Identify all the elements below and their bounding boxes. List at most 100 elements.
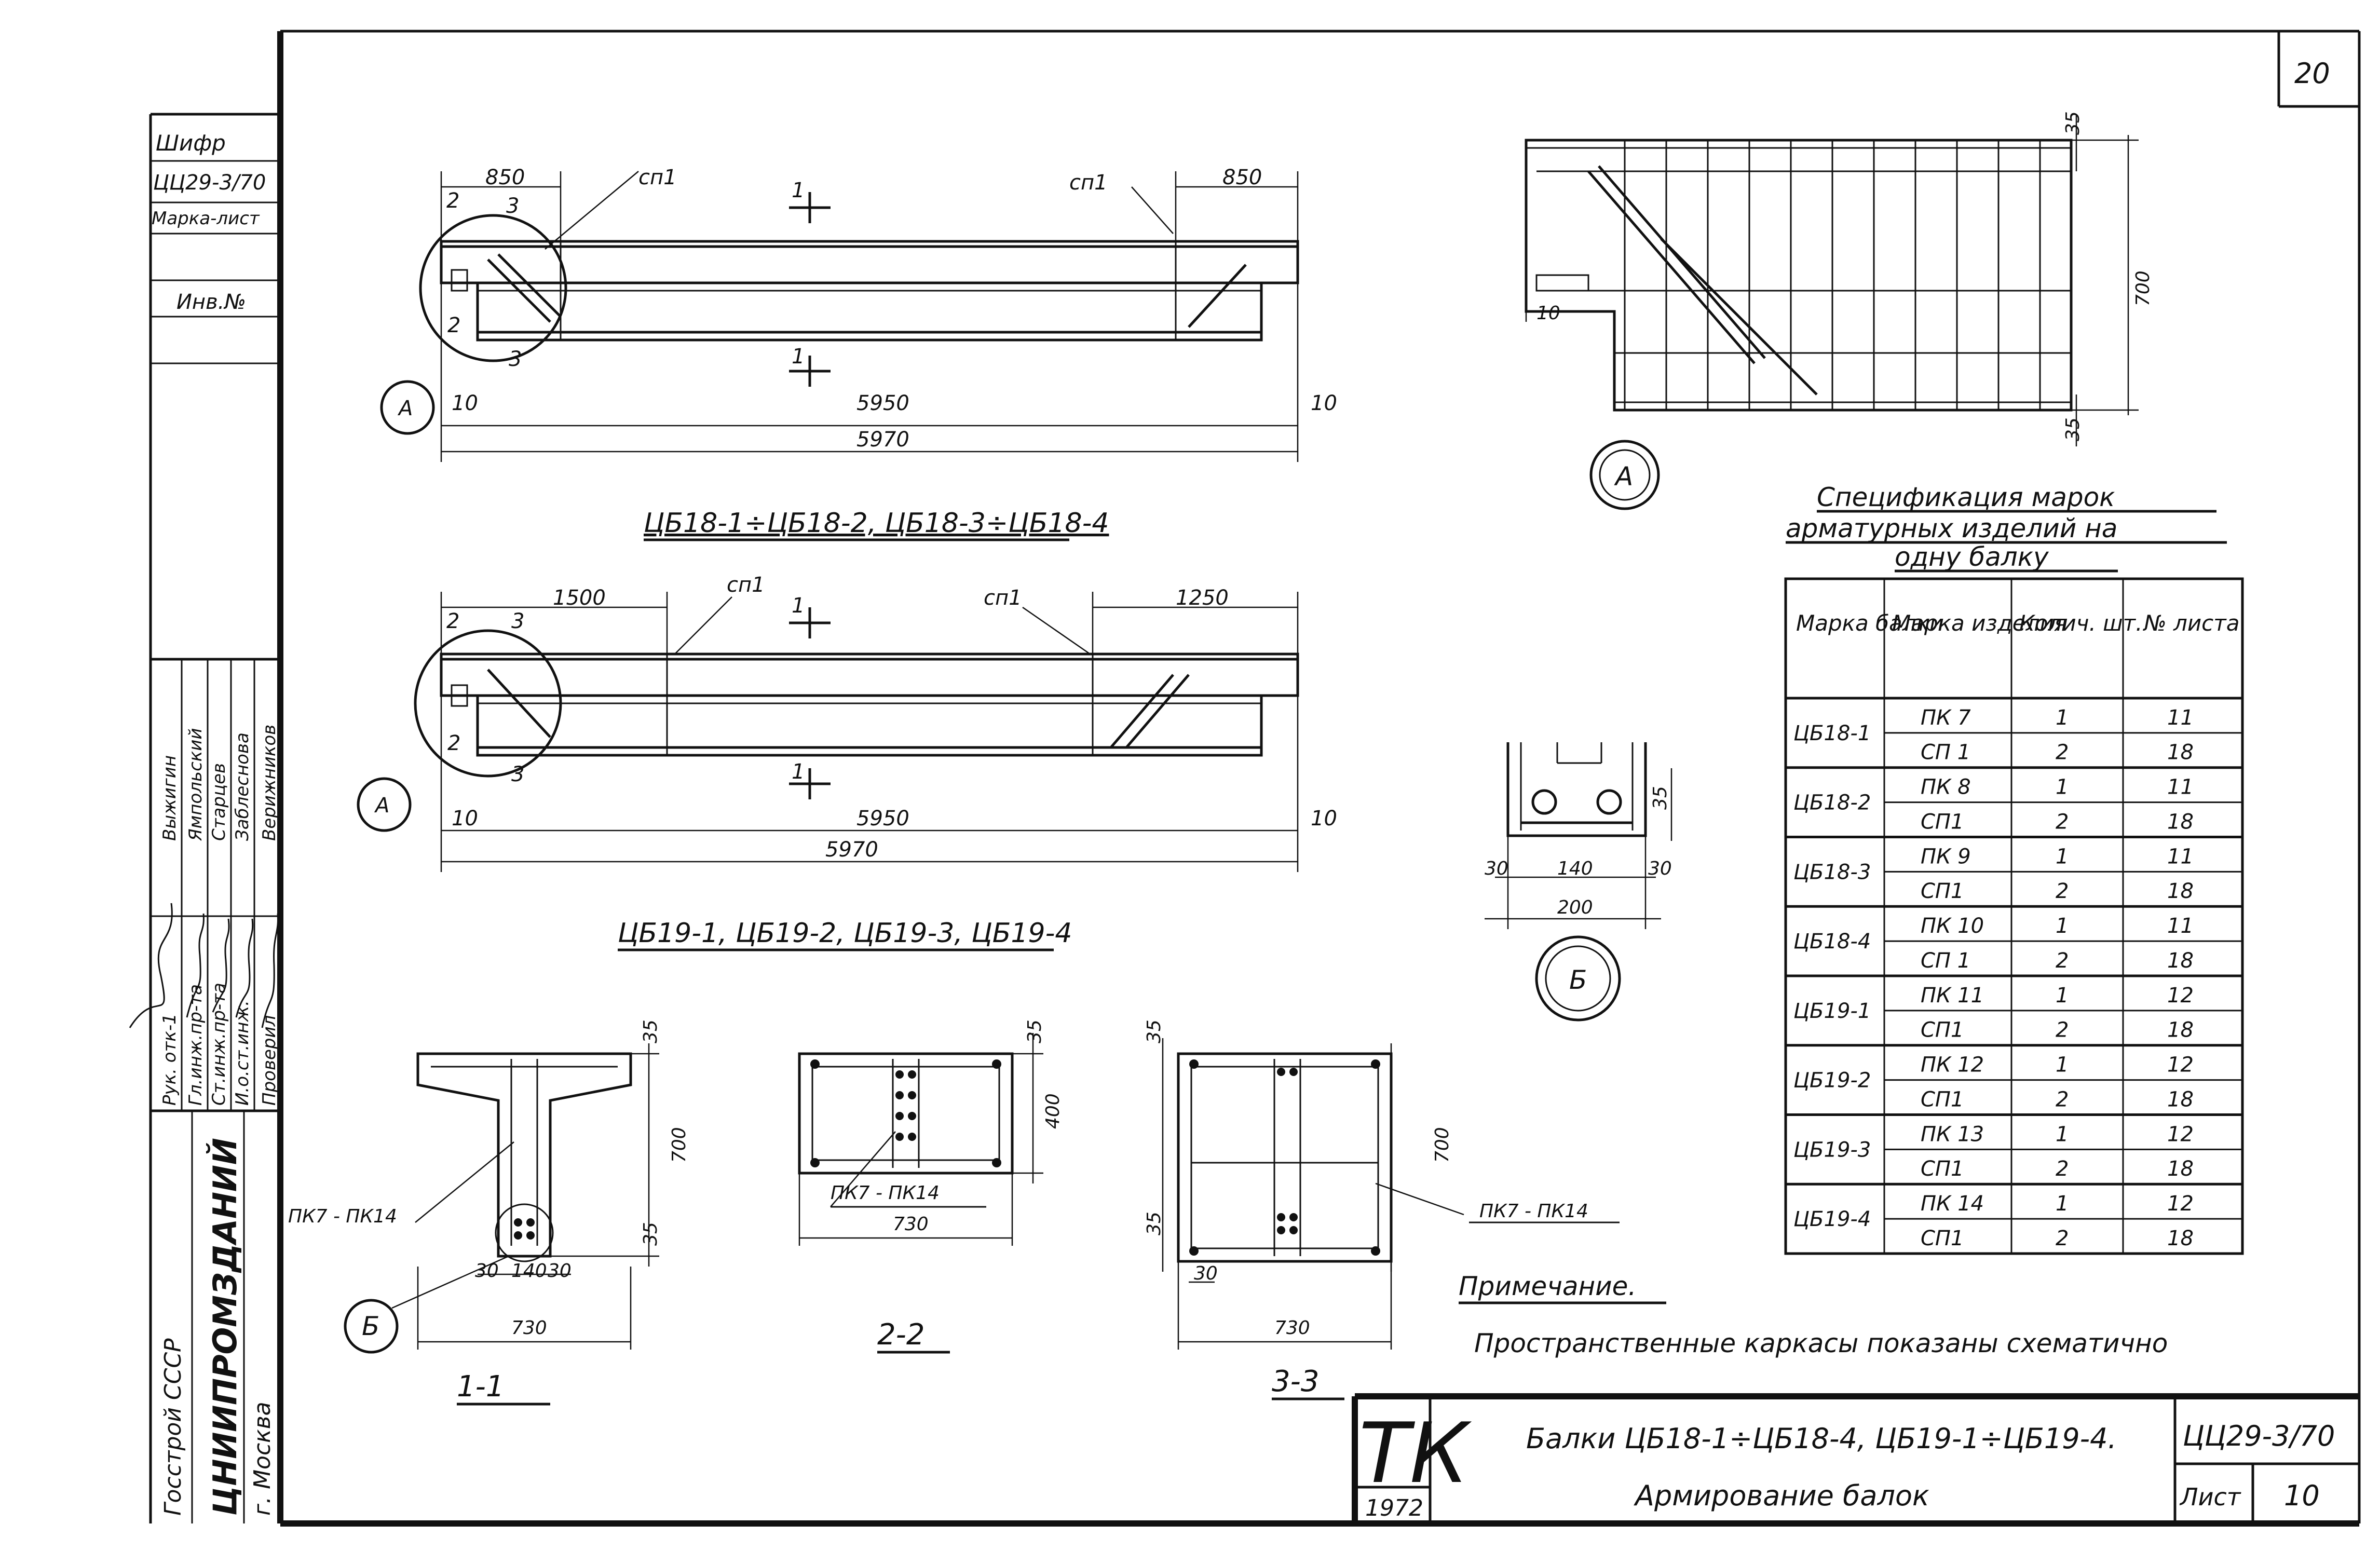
org-city: г. Москва [249,1401,276,1516]
stamp-name-3: Старцев [209,763,229,841]
spec-header-item: Марка изделия [1892,610,2067,636]
sheet-frame [277,30,2361,1527]
spec-cell-item: ПК 8 [1921,775,1971,799]
beam2-dim-10-right: 10 [1311,807,1337,831]
section-2-caption: 2-2 [877,1318,924,1352]
beam1-callout-a: А [397,397,413,420]
spec-cell-item: ПК 13 [1921,1122,1984,1146]
spec-cell-qty: 1 [2056,984,2069,1008]
spec-cell-sheet: 12 [2167,1053,2194,1077]
stamp-role-1: Рук. отк-1 [159,1013,180,1106]
spec-beam-mark: ЦБ19-1 [1793,999,1871,1023]
section-1-dim-35-top: 35 [640,1019,661,1043]
beam2-section-mark-2-top: 2 [446,609,459,633]
section-2-cage-label: ПК7 - ПК14 [831,1182,940,1204]
spec-cell-qty: 1 [2056,845,2069,868]
spec-cell-item: ПК 11 [1921,984,1984,1008]
spec-cell-item: ПК 14 [1921,1192,1984,1216]
beam2-callout-a: А [374,794,389,818]
section-1-cage-label: ПК7 - ПК14 [288,1206,397,1227]
spec-title-line1: Спецификация марок [1817,482,2115,512]
beam2-sp1-left: сп1 [727,573,765,597]
spec-cell-sheet: 18 [2167,1018,2194,1042]
spec-cell-sheet: 11 [2167,914,2194,938]
title-block: ТК 1972 Балки ЦБ18-1÷ЦБ18-4, ЦБ19-1÷ЦБ19… [1352,1393,2359,1523]
beam2-section-1-bottom: 1 [792,760,805,784]
spec-cell-qty: 2 [2056,1157,2069,1181]
spec-cell-sheet: 18 [2167,810,2194,834]
spec-cell-sheet: 12 [2167,984,2194,1008]
spec-beam-mark: ЦБ19-3 [1793,1138,1871,1162]
spec-cell-item: СП1 [1921,1227,1964,1250]
inventory-label: Инв.№ [176,290,246,314]
stamp-role-4: И.о.ст.инж. [232,1000,253,1106]
cipher-value: ЦЦ29-3/70 [153,171,266,195]
series-mark: ТК [1359,1405,1472,1502]
spec-cell-item: СП 1 [1921,741,1970,765]
spec-cell-item: СП 1 [1921,949,1970,973]
spec-beam-mark: ЦБ18-2 [1793,791,1871,815]
section-1-callout-b: Б [362,1311,379,1341]
detail-b-dim-140: 140 [1557,858,1593,879]
spec-cell-item: СП1 [1921,1087,1964,1111]
sheet-number: 20 [2294,57,2330,90]
spec-cell-qty: 1 [2056,914,2069,938]
spec-cell-qty: 1 [2056,1122,2069,1146]
note: Примечание. Пространственные каркасы пок… [1459,1271,2168,1358]
stamp-name-5: Верижников [259,725,280,841]
spec-title-line3: одну балку [1895,542,2049,572]
mark-sheet-label: Марка-лист [152,208,260,229]
beam1-section-mark-3-top: 3 [506,194,519,218]
section-2-dim-400: 400 [1042,1093,1064,1129]
spec-title-line2: арматурных изделий на [1786,513,2117,543]
sheet-number-box: 20 [2277,31,2359,108]
beam2-elevation: 1500 1250 2 3 сп1 сп1 1 1 2 3 10 5950 10… [357,573,1337,951]
section-1-dim-140: 140 [511,1260,547,1282]
detail-b-marker: Б [1569,965,1587,995]
detail-a-dim-700: 700 [2132,270,2154,306]
spec-cell-qty: 2 [2056,1087,2069,1111]
detail-a: 35 700 35 10 А [1525,111,2154,510]
beam1-sp1-left: сп1 [638,166,677,189]
detail-b-dim-30-right: 30 [1648,858,1672,879]
detail-b-dim-200: 200 [1557,897,1593,918]
beam1-section-mark-3-bottom: 3 [509,347,522,371]
beam1-dim-left: 850 [485,166,525,189]
beam2-dim-5950: 5950 [856,807,909,831]
spec-cell-item: СП1 [1921,1018,1964,1042]
spec-cell-sheet: 18 [2167,1087,2194,1111]
detail-a-dim-35-top: 35 [2062,111,2084,135]
beam1-dim-right: 850 [1222,166,1262,189]
spec-table: Спецификация марок арматурных изделий на… [1784,482,2244,1255]
drawing-title-line1: Балки ЦБ18-1÷ЦБ18-4, ЦБ19-1÷ЦБ19-4. [1526,1422,2117,1455]
section-3-dim-730: 730 [1274,1317,1310,1339]
cipher-label: Шифр [156,130,226,156]
detail-b-dim-35: 35 [1650,786,1671,810]
spec-cell-sheet: 18 [2167,741,2194,765]
section-2-dim-35: 35 [1024,1019,1045,1043]
series-year: 1972 [1365,1495,1423,1521]
section-1-dim-30-left: 30 [475,1260,499,1282]
spec-cell-item: СП1 [1921,810,1964,834]
section-1-dim-730: 730 [511,1317,547,1339]
note-text: Пространственные каркасы показаны схемат… [1474,1328,2168,1358]
spec-cell-sheet: 18 [2167,949,2194,973]
beam2-dim-5970: 5970 [825,838,878,862]
beam2-sp1-right: сп1 [984,586,1022,610]
spec-cell-sheet: 18 [2167,879,2194,903]
spec-cell-qty: 2 [2056,810,2069,834]
drawing-title-line2: Армирование балок [1634,1479,1929,1512]
spec-header-qty: Колич. шт. [2019,610,2142,636]
beam2-dim-left: 1500 [553,586,606,610]
spec-cell-item: ПК 12 [1921,1053,1984,1077]
section-2-dim-730: 730 [893,1214,929,1235]
side-stamp: Шифр ЦЦ29-3/70 Марка-лист Инв.№ Рук. отк… [129,113,280,1523]
stamp-role-2: Гл.инж.пр-та [185,984,206,1106]
spec-cell-sheet: 18 [2167,1157,2194,1181]
stamp-role-3: Ст.инж.пр-та [209,983,229,1106]
sheet-label: Лист [2179,1483,2241,1511]
spec-cell-sheet: 11 [2167,706,2194,730]
spec-cell-sheet: 11 [2167,775,2194,799]
section-3-dim-30: 30 [1194,1263,1218,1284]
section-3-3: 35 700 35 30 730 ПК7 - ПК14 3-3 [1144,1019,1620,1400]
